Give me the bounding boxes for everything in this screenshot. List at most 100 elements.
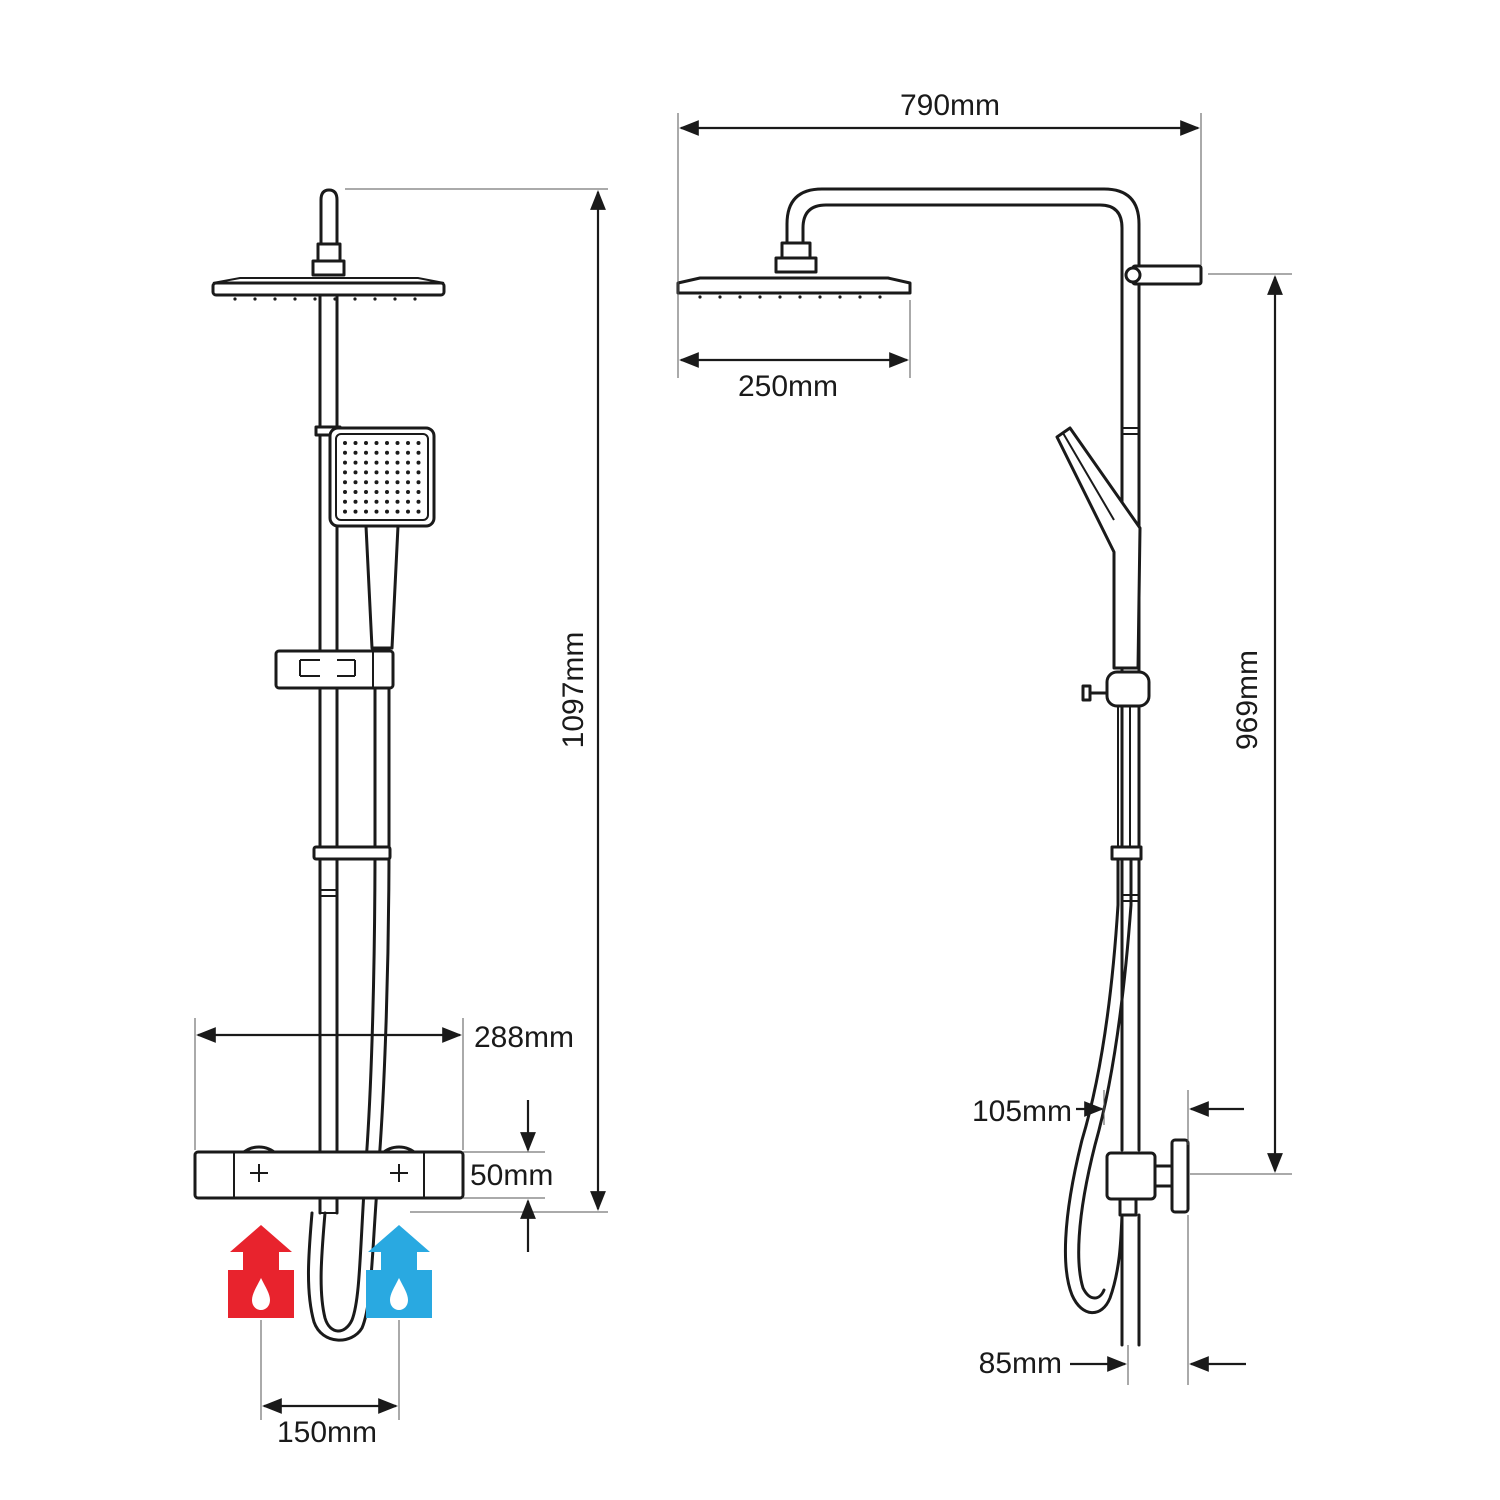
front-mixer-bar — [193, 1145, 465, 1200]
hand-nozzle-dot — [374, 460, 379, 465]
side-top-wall-bracket — [1124, 264, 1203, 286]
hand-nozzle-dot — [406, 460, 410, 465]
dim-790: 790mm — [677, 89, 1202, 378]
hand-nozzle-dot — [353, 450, 358, 455]
side-rain-head — [676, 241, 912, 299]
hand-nozzle-dot — [395, 509, 400, 514]
side-hose — [1063, 706, 1133, 1315]
hand-nozzle-dot — [353, 441, 358, 445]
lower-offset-label: 85mm — [979, 1347, 1062, 1380]
hand-nozzle-dot — [406, 470, 410, 475]
front-hand-shower — [328, 426, 436, 650]
hand-nozzle-dot — [416, 490, 421, 494]
hand-nozzle-dot — [416, 470, 421, 475]
inlet-spacing-label: 150mm — [277, 1416, 377, 1449]
hot-water-arrow-up-icon — [228, 1225, 294, 1318]
hand-nozzle-dot — [385, 490, 389, 494]
hand-nozzle-dot — [364, 470, 368, 475]
hand-nozzle-dot — [385, 509, 389, 514]
hand-nozzle-dot — [374, 490, 379, 494]
hand-nozzle-dot — [343, 499, 347, 504]
hand-nozzle-dot — [353, 460, 358, 465]
hand-nozzle-dot — [416, 441, 421, 445]
hand-nozzle-dot — [406, 450, 410, 455]
front-top-pipe — [311, 188, 346, 277]
front-rain-head — [211, 277, 446, 301]
side-mixer-body — [1105, 1138, 1190, 1217]
hand-nozzle-dot — [353, 499, 358, 504]
hand-nozzle-dot — [416, 499, 421, 504]
hand-nozzle-dot — [406, 499, 410, 504]
hand-nozzle-dot — [364, 460, 368, 465]
dim-288: 288mm — [194, 1018, 574, 1150]
hand-nozzle-dot — [406, 441, 410, 445]
hand-nozzle-dot — [374, 470, 379, 475]
side-view: 790mm 250mm 969mm 105mm 85mm — [676, 89, 1292, 1385]
hand-nozzle-dot — [343, 441, 347, 445]
hand-nozzle-dot — [364, 441, 368, 445]
hand-nozzle-dot — [406, 490, 410, 494]
hand-nozzle-dot — [395, 480, 400, 485]
dim-150: 150mm — [260, 1320, 400, 1449]
dim-50: 50mm — [463, 1100, 553, 1252]
hand-nozzle-dot — [353, 480, 358, 485]
hand-nozzle-dot — [406, 509, 410, 514]
hand-nozzle-dot — [395, 441, 400, 445]
hand-nozzle-dot — [416, 509, 421, 514]
hand-nozzle-dot — [416, 480, 421, 485]
mixer-width-label: 288mm — [474, 1021, 574, 1054]
hand-nozzle-dot — [374, 450, 379, 455]
hand-nozzle-dot — [353, 470, 358, 475]
hand-nozzle-dot — [385, 480, 389, 485]
hand-nozzle-dot — [374, 441, 379, 445]
front-view: 1097mm 288mm 50mm 150mm — [193, 188, 608, 1449]
dim-1097: 1097mm — [345, 188, 608, 1213]
dim-85: 85mm — [979, 1215, 1246, 1385]
hand-nozzle-dot — [364, 490, 368, 494]
hand-nozzle-dot — [374, 509, 379, 514]
hand-nozzle-dot — [374, 480, 379, 485]
hand-nozzle-dot — [385, 499, 389, 504]
hand-nozzle-dot — [364, 450, 368, 455]
height-label: 1097mm — [557, 632, 590, 749]
front-slider-bracket — [274, 649, 395, 690]
hand-nozzle-dot — [406, 480, 410, 485]
cold-water-arrow-up-icon — [366, 1225, 432, 1318]
hand-nozzle-dot — [385, 450, 389, 455]
hand-nozzle-dot — [343, 470, 347, 475]
head-diameter-label: 250mm — [738, 370, 838, 403]
upper-offset-label: 105mm — [972, 1095, 1072, 1128]
hand-nozzle-dot — [343, 460, 347, 465]
hand-nozzle-dot — [385, 460, 389, 465]
side-shower-arm — [785, 187, 1141, 1347]
hand-nozzle-dot — [353, 490, 358, 494]
hand-nozzle-dot — [364, 499, 368, 504]
side-lower-bracket — [1110, 845, 1143, 861]
overall-width-label: 790mm — [900, 89, 1000, 122]
mixer-height-label: 50mm — [470, 1159, 553, 1192]
side-hand-shower — [1055, 426, 1142, 670]
hand-nozzle-dot — [385, 441, 389, 445]
dim-105: 105mm — [972, 1090, 1244, 1145]
front-lower-bracket — [312, 845, 392, 861]
hand-nozzle-dot — [416, 460, 421, 465]
hand-nozzle-dot — [364, 509, 368, 514]
dim-250: 250mm — [679, 300, 911, 403]
hand-nozzle-dot — [343, 490, 347, 494]
hand-nozzle-dot — [343, 480, 347, 485]
hand-nozzle-dot — [395, 450, 400, 455]
hand-nozzle-dot — [364, 480, 368, 485]
hand-nozzle-dot — [385, 470, 389, 475]
hand-nozzle-dot — [343, 450, 347, 455]
dim-969: 969mm — [1190, 273, 1292, 1175]
hand-nozzle-dot — [353, 509, 358, 514]
hand-nozzle-dot — [395, 460, 400, 465]
wall-height-label: 969mm — [1231, 650, 1264, 750]
hand-nozzle-dot — [416, 450, 421, 455]
hand-nozzle-dot — [395, 470, 400, 475]
side-slider-bracket — [1081, 670, 1151, 708]
hand-nozzle-dot — [395, 499, 400, 504]
hand-nozzle-dot — [374, 499, 379, 504]
hand-nozzle-dot — [343, 509, 347, 514]
